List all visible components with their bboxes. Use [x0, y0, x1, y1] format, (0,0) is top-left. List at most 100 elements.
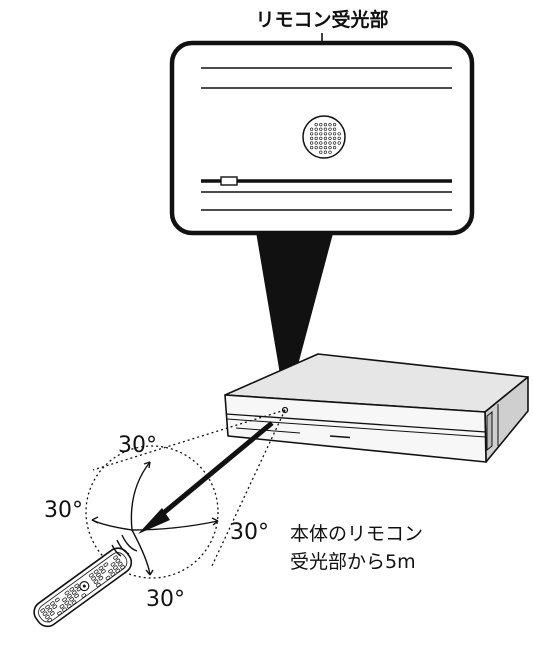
- remote-button: [61, 607, 67, 612]
- sensor-dot: [323, 132, 328, 136]
- sensor-dot: [323, 127, 328, 131]
- sensor-dot: [328, 141, 332, 145]
- magnified-panel: [169, 40, 475, 236]
- sensor-dot: [333, 146, 337, 150]
- remote-button: [71, 600, 77, 605]
- remote-button: [93, 579, 99, 584]
- sensor-dot: [328, 146, 332, 150]
- distance-note-line2: 受光部から5m: [290, 551, 416, 573]
- remote-button: [69, 587, 75, 592]
- sensor-title: リモコン受光部: [255, 8, 388, 31]
- panel-indicator-light: [220, 176, 238, 186]
- coverage-cone: [85, 409, 286, 579]
- remote-button: [113, 555, 118, 560]
- callout-wedge: [255, 226, 335, 410]
- sensor-dot: [333, 127, 337, 131]
- sensor-dot: [314, 141, 318, 145]
- angle-label-left: 30°: [44, 498, 83, 523]
- remote-button: [117, 561, 123, 567]
- remote-button: [62, 597, 67, 602]
- remote-button: [45, 614, 50, 620]
- sensor-dot: [319, 150, 323, 154]
- sensor-dot: [314, 146, 318, 150]
- sensor-dot: [337, 132, 341, 136]
- remote-button: [115, 558, 121, 564]
- sensor-dot: [319, 132, 323, 136]
- remote-button: [110, 562, 116, 567]
- sensor-dot: [314, 132, 318, 136]
- sensor-dot: [337, 136, 341, 140]
- remote-button: [64, 590, 70, 596]
- remote-button: [93, 569, 99, 574]
- remote-button: [45, 604, 51, 610]
- sensor-dot: [314, 127, 318, 131]
- remote-button: [71, 590, 77, 595]
- remote-button: [66, 593, 72, 599]
- remote-button: [57, 610, 62, 616]
- ir-signal-waves: [111, 534, 138, 557]
- sensor-dot: [310, 132, 314, 136]
- remote-button: [98, 575, 104, 581]
- sensor-dot: [319, 122, 323, 127]
- remote-button: [108, 568, 113, 574]
- remote-button: [100, 569, 106, 574]
- remote-button: [96, 572, 101, 578]
- sensor-dot: [323, 122, 328, 127]
- sensor-dot: [337, 141, 341, 145]
- remote-button: [115, 568, 121, 574]
- signal-arrow: [138, 421, 274, 534]
- remote-button: [42, 611, 48, 617]
- sensor-dot: [323, 141, 328, 145]
- sensor-dot: [310, 136, 314, 140]
- remote-button: [110, 572, 116, 577]
- sensor-dot: [323, 146, 328, 150]
- sensor-dot: [328, 122, 332, 127]
- angle-arcs: [91, 461, 219, 576]
- sensor-dot: [333, 132, 337, 136]
- sensor-dot: [314, 122, 318, 127]
- sensor-dot: [310, 146, 314, 150]
- remote-button: [50, 601, 55, 606]
- sensor-dot: [323, 136, 328, 140]
- ir-sensor-icon: [302, 115, 346, 159]
- sensor-dot: [328, 127, 332, 131]
- remote-button: [59, 604, 65, 609]
- angle-label-top: 30°: [118, 433, 157, 458]
- sensor-dot: [314, 136, 318, 140]
- remote-button: [52, 604, 58, 609]
- remote-button: [120, 565, 126, 570]
- sensor-dot: [319, 127, 323, 131]
- distance-note-line1: 本体のリモコン: [290, 523, 423, 545]
- remote-button: [81, 593, 87, 598]
- remote-button: [105, 575, 111, 581]
- sensor-dot: [333, 122, 337, 127]
- remote-button: [98, 565, 104, 571]
- angle-label-right: 30°: [230, 520, 269, 545]
- remote-button: [74, 593, 79, 599]
- remote-button: [103, 562, 109, 567]
- recorder-device: [224, 353, 529, 463]
- sensor-dot: [319, 146, 323, 150]
- remote-button: [69, 597, 75, 602]
- remote-button: [54, 597, 60, 603]
- remote-button: [64, 600, 70, 606]
- remote-button: [66, 603, 72, 609]
- sensor-dot: [328, 150, 332, 154]
- sensor-dot: [333, 136, 337, 140]
- sensor-dot: [319, 141, 323, 145]
- remote-button: [91, 576, 97, 581]
- remote-button: [49, 611, 55, 616]
- sensor-dot: [328, 132, 332, 136]
- remote-button: [74, 583, 80, 589]
- sensor-dot: [323, 150, 328, 154]
- sensor-dot: [328, 136, 332, 140]
- remote-button: [88, 572, 94, 578]
- sensor-dot: [310, 141, 314, 145]
- remote-button: [112, 565, 118, 570]
- remote-button: [47, 617, 53, 623]
- angle-label-bottom: 30°: [146, 587, 185, 612]
- remote-control: [33, 547, 133, 628]
- sensor-dot: [319, 136, 323, 140]
- remote-button: [40, 608, 46, 613]
